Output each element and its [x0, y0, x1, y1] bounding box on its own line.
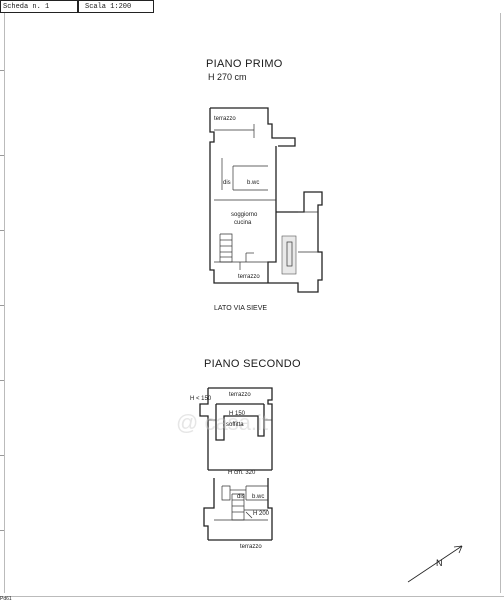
label-terrazzo: terrazzo — [229, 392, 251, 398]
label-dis: dis — [223, 180, 231, 186]
label-terrazzo: terrazzo — [238, 274, 260, 280]
label-hcm320: H cm. 320 — [228, 470, 256, 476]
north-letter: N — [436, 558, 443, 568]
sheet-number: Scheda n. 1 — [0, 0, 78, 13]
caption-lato-via-sieve: LATO VIA SIEVE — [214, 305, 268, 312]
north-arrow — [407, 545, 463, 583]
label-h200: H 200 — [253, 511, 270, 517]
frame-right-line — [500, 13, 501, 593]
label-cucina: cucina — [234, 220, 252, 226]
margin-tick — [0, 155, 4, 156]
margin-tick — [0, 380, 4, 381]
scale-label: Scala 1:200 — [78, 0, 154, 13]
margin-tick — [0, 305, 4, 306]
piano-primo-title: PIANO PRIMO — [206, 58, 283, 70]
label-dis: dis — [237, 494, 245, 500]
corner-note: Pd61 — [0, 596, 12, 602]
margin-tick — [0, 70, 4, 71]
piano-secondo-title: PIANO SECONDO — [204, 358, 301, 370]
frame-left-line — [4, 13, 5, 593]
watermark: @ casa.it — [176, 410, 269, 435]
piano-secondo-plan — [199, 387, 273, 541]
label-soffitta: soffitta — [226, 422, 244, 428]
label-terrazzo: terrazzo — [214, 116, 236, 122]
piano-primo-height: H 270 cm — [208, 72, 247, 82]
label-h150: H 150 — [229, 411, 246, 417]
label-bwc: b.wc — [247, 180, 260, 186]
label-soggiorno: soggiorno — [231, 212, 258, 218]
margin-tick — [0, 530, 4, 531]
label-h-less-150: H < 150 — [190, 396, 212, 402]
label-terrazzo: terrazzo — [240, 544, 262, 550]
piano-primo-plan — [209, 107, 323, 293]
label-bwc: b.wc — [252, 494, 265, 500]
margin-tick — [0, 230, 4, 231]
margin-tick — [0, 455, 4, 456]
frame-bottom-line — [0, 596, 504, 597]
